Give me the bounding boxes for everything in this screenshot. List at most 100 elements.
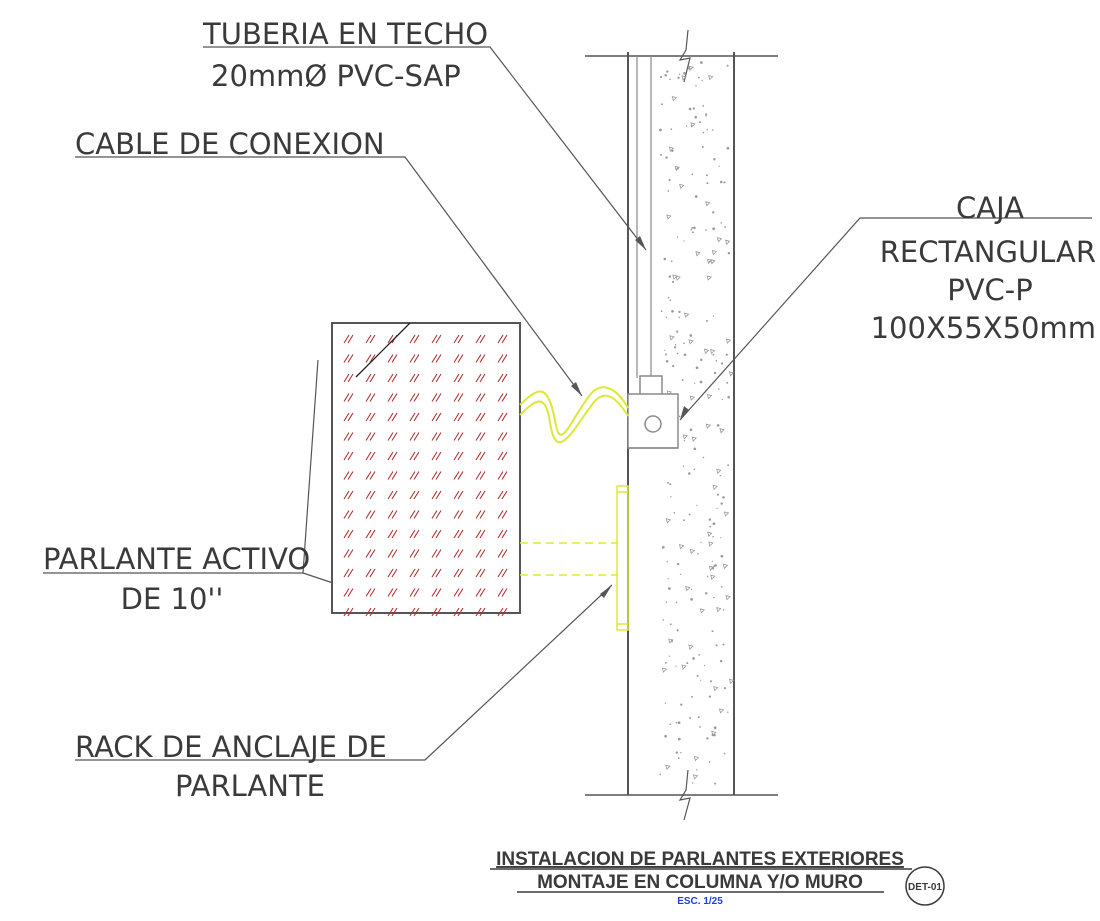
concrete-speck (688, 472, 691, 475)
concrete-speck (715, 644, 718, 647)
hatch-mark (365, 568, 376, 578)
hatch-mark (409, 393, 420, 402)
concrete-speck (690, 598, 693, 601)
title-line2: MONTAJE EN COLUMNA Y/O MURO (537, 872, 863, 893)
hatch-mark (453, 529, 464, 539)
concrete-speck (669, 299, 672, 302)
concrete-speck (719, 180, 723, 184)
hatch-mark (431, 451, 442, 461)
concrete-speck (700, 679, 702, 681)
concrete-speck (690, 335, 692, 337)
concrete-speck (714, 564, 717, 567)
concrete-speck (716, 468, 722, 474)
concrete-speck (665, 353, 667, 356)
concrete-speck (680, 751, 682, 754)
concrete-speck (664, 702, 667, 704)
concrete-speck (677, 76, 680, 79)
concrete-speck (716, 607, 722, 613)
leader-arrowheads (571, 236, 689, 598)
concrete-speck (699, 726, 701, 728)
concrete-speck (706, 575, 709, 578)
hatch-mark (431, 588, 442, 597)
hatch-mark (343, 549, 354, 558)
concrete-speck (682, 465, 685, 467)
label-rack-line1: RACK DE ANCLAJE DE (75, 730, 387, 764)
concrete-speck (716, 424, 720, 427)
concrete-speck (667, 296, 670, 299)
hatch-mark (475, 373, 486, 383)
concrete-speck (662, 619, 665, 621)
concrete-speck (713, 158, 716, 161)
hatch-mark (431, 373, 442, 383)
concrete-speck (683, 519, 686, 522)
concrete-speck (676, 352, 679, 355)
concrete-speck (695, 769, 698, 771)
hatch-mark (497, 568, 508, 578)
concrete-speck (709, 680, 713, 683)
concrete-speck (666, 561, 668, 563)
concrete-speck (710, 574, 716, 580)
concrete-speck (706, 174, 708, 177)
concrete-speck (722, 643, 725, 646)
hatch-mark (453, 451, 464, 461)
concrete-speck (706, 128, 709, 131)
concrete-speck (720, 222, 722, 224)
concrete-speck (678, 316, 681, 319)
concrete-speck (715, 360, 717, 362)
hatch-mark (365, 607, 376, 617)
concrete-speck (720, 537, 722, 539)
concrete-speck (695, 84, 697, 87)
hatch-mark (453, 393, 464, 402)
concrete-speck (699, 380, 703, 384)
concrete-speck (720, 586, 723, 588)
concrete-speck (683, 342, 685, 345)
concrete-speck (677, 757, 680, 760)
concrete-speck (705, 592, 708, 595)
hatch-mark (387, 510, 398, 519)
concrete-speck (725, 353, 728, 356)
hatch-mark (409, 373, 420, 383)
hatch-mark (387, 373, 398, 383)
concrete-speck (706, 394, 713, 400)
hatch-mark (431, 393, 442, 402)
title-scale: ESC. 1/25 (677, 896, 723, 907)
concrete-speck (712, 522, 716, 526)
concrete-speck (694, 382, 696, 385)
concrete-speck (726, 381, 729, 384)
concrete-speck (668, 587, 671, 590)
hatch-mark (497, 510, 508, 519)
hatch-mark (409, 451, 420, 461)
concrete-speck (691, 782, 694, 784)
hatch-mark (343, 607, 354, 617)
hatch-mark (475, 529, 486, 539)
concrete-speck (690, 695, 693, 698)
label-tuberia-line1: TUBERIA EN TECHO (202, 17, 488, 51)
hatch-mark (387, 412, 398, 422)
break-symbol-top (678, 29, 691, 83)
concrete-speck (728, 371, 735, 377)
concrete-speck (670, 260, 673, 263)
hatch-mark (365, 373, 376, 383)
concrete-speck (716, 237, 723, 243)
concrete-speck (660, 103, 663, 106)
concrete-speck (691, 173, 694, 176)
concrete-speck (675, 751, 678, 754)
hatch-mark (497, 529, 508, 539)
concrete-speck (675, 275, 681, 281)
concrete-speck (692, 657, 695, 660)
hatch-mark (453, 549, 464, 558)
hatch-mark (453, 490, 464, 500)
concrete-speck (681, 378, 684, 381)
concrete-speck (702, 131, 705, 134)
hatch-mark (475, 393, 486, 402)
hatch-mark (431, 354, 442, 363)
concrete-speck (717, 388, 720, 390)
hatch-mark (453, 432, 464, 441)
concrete-speck (677, 737, 681, 741)
concrete-speck (706, 737, 709, 740)
concrete-speck (669, 335, 675, 341)
label-caja-line4: 100X55X50mm (871, 311, 1096, 345)
concrete-speck (701, 146, 704, 148)
hatch-mark (387, 432, 398, 441)
concrete-speck (711, 566, 715, 570)
